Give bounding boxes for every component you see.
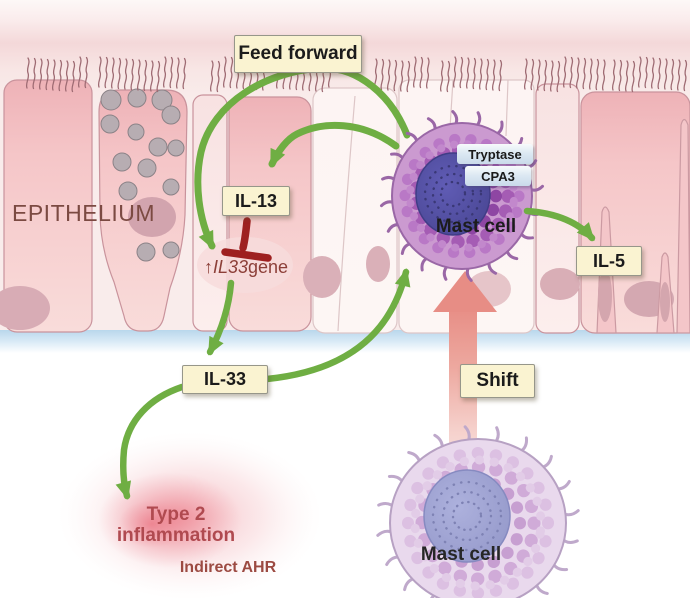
type2-inflammation-label: Type 2 inflammation <box>96 504 256 548</box>
il5-arrow <box>523 207 596 242</box>
il5-label: IL-5 <box>576 246 642 276</box>
il13-label: IL-13 <box>222 186 290 216</box>
il33-label: IL-33 <box>182 365 268 394</box>
type2-line2: inflammation <box>116 525 236 546</box>
feed-forward-label: Feed forward <box>234 35 362 73</box>
type2-arrow <box>115 383 186 500</box>
mucin-granules <box>100 88 185 262</box>
il33-to-mast-arrow <box>263 268 411 383</box>
goblet-cell <box>98 88 188 332</box>
feed-forward-arc <box>194 64 411 250</box>
il13-arrow <box>268 121 400 168</box>
il33-gene-suffix: gene <box>248 256 289 277</box>
il33-gene-inhibition-tbar <box>221 217 272 262</box>
signal-arrows <box>115 207 596 500</box>
type2-line1: Type 2 <box>146 504 206 525</box>
mast-cell-upper-label: Mast cell <box>435 216 517 237</box>
il33-gene-name: IL33 <box>212 256 248 277</box>
cpa3-chip: CPA3 <box>465 166 531 186</box>
basement-membrane <box>0 330 690 353</box>
mast-cell-lower-graphic <box>376 425 580 598</box>
indirect-ahr-label: Indirect AHR <box>179 559 277 576</box>
cilia <box>25 56 688 93</box>
il33-gene-note: ↑IL33 gene <box>196 256 296 278</box>
up-arrow-icon: ↑ <box>203 256 213 277</box>
tryptase-chip: Tryptase <box>457 144 533 164</box>
il33-release-arrow <box>206 279 235 356</box>
epithelium-label: EPITHELIUM <box>12 199 156 226</box>
feed-forward-arrows <box>194 64 411 250</box>
shift-label: Shift <box>460 364 535 398</box>
mast-cell-lower-label: Mast cell <box>420 544 502 565</box>
